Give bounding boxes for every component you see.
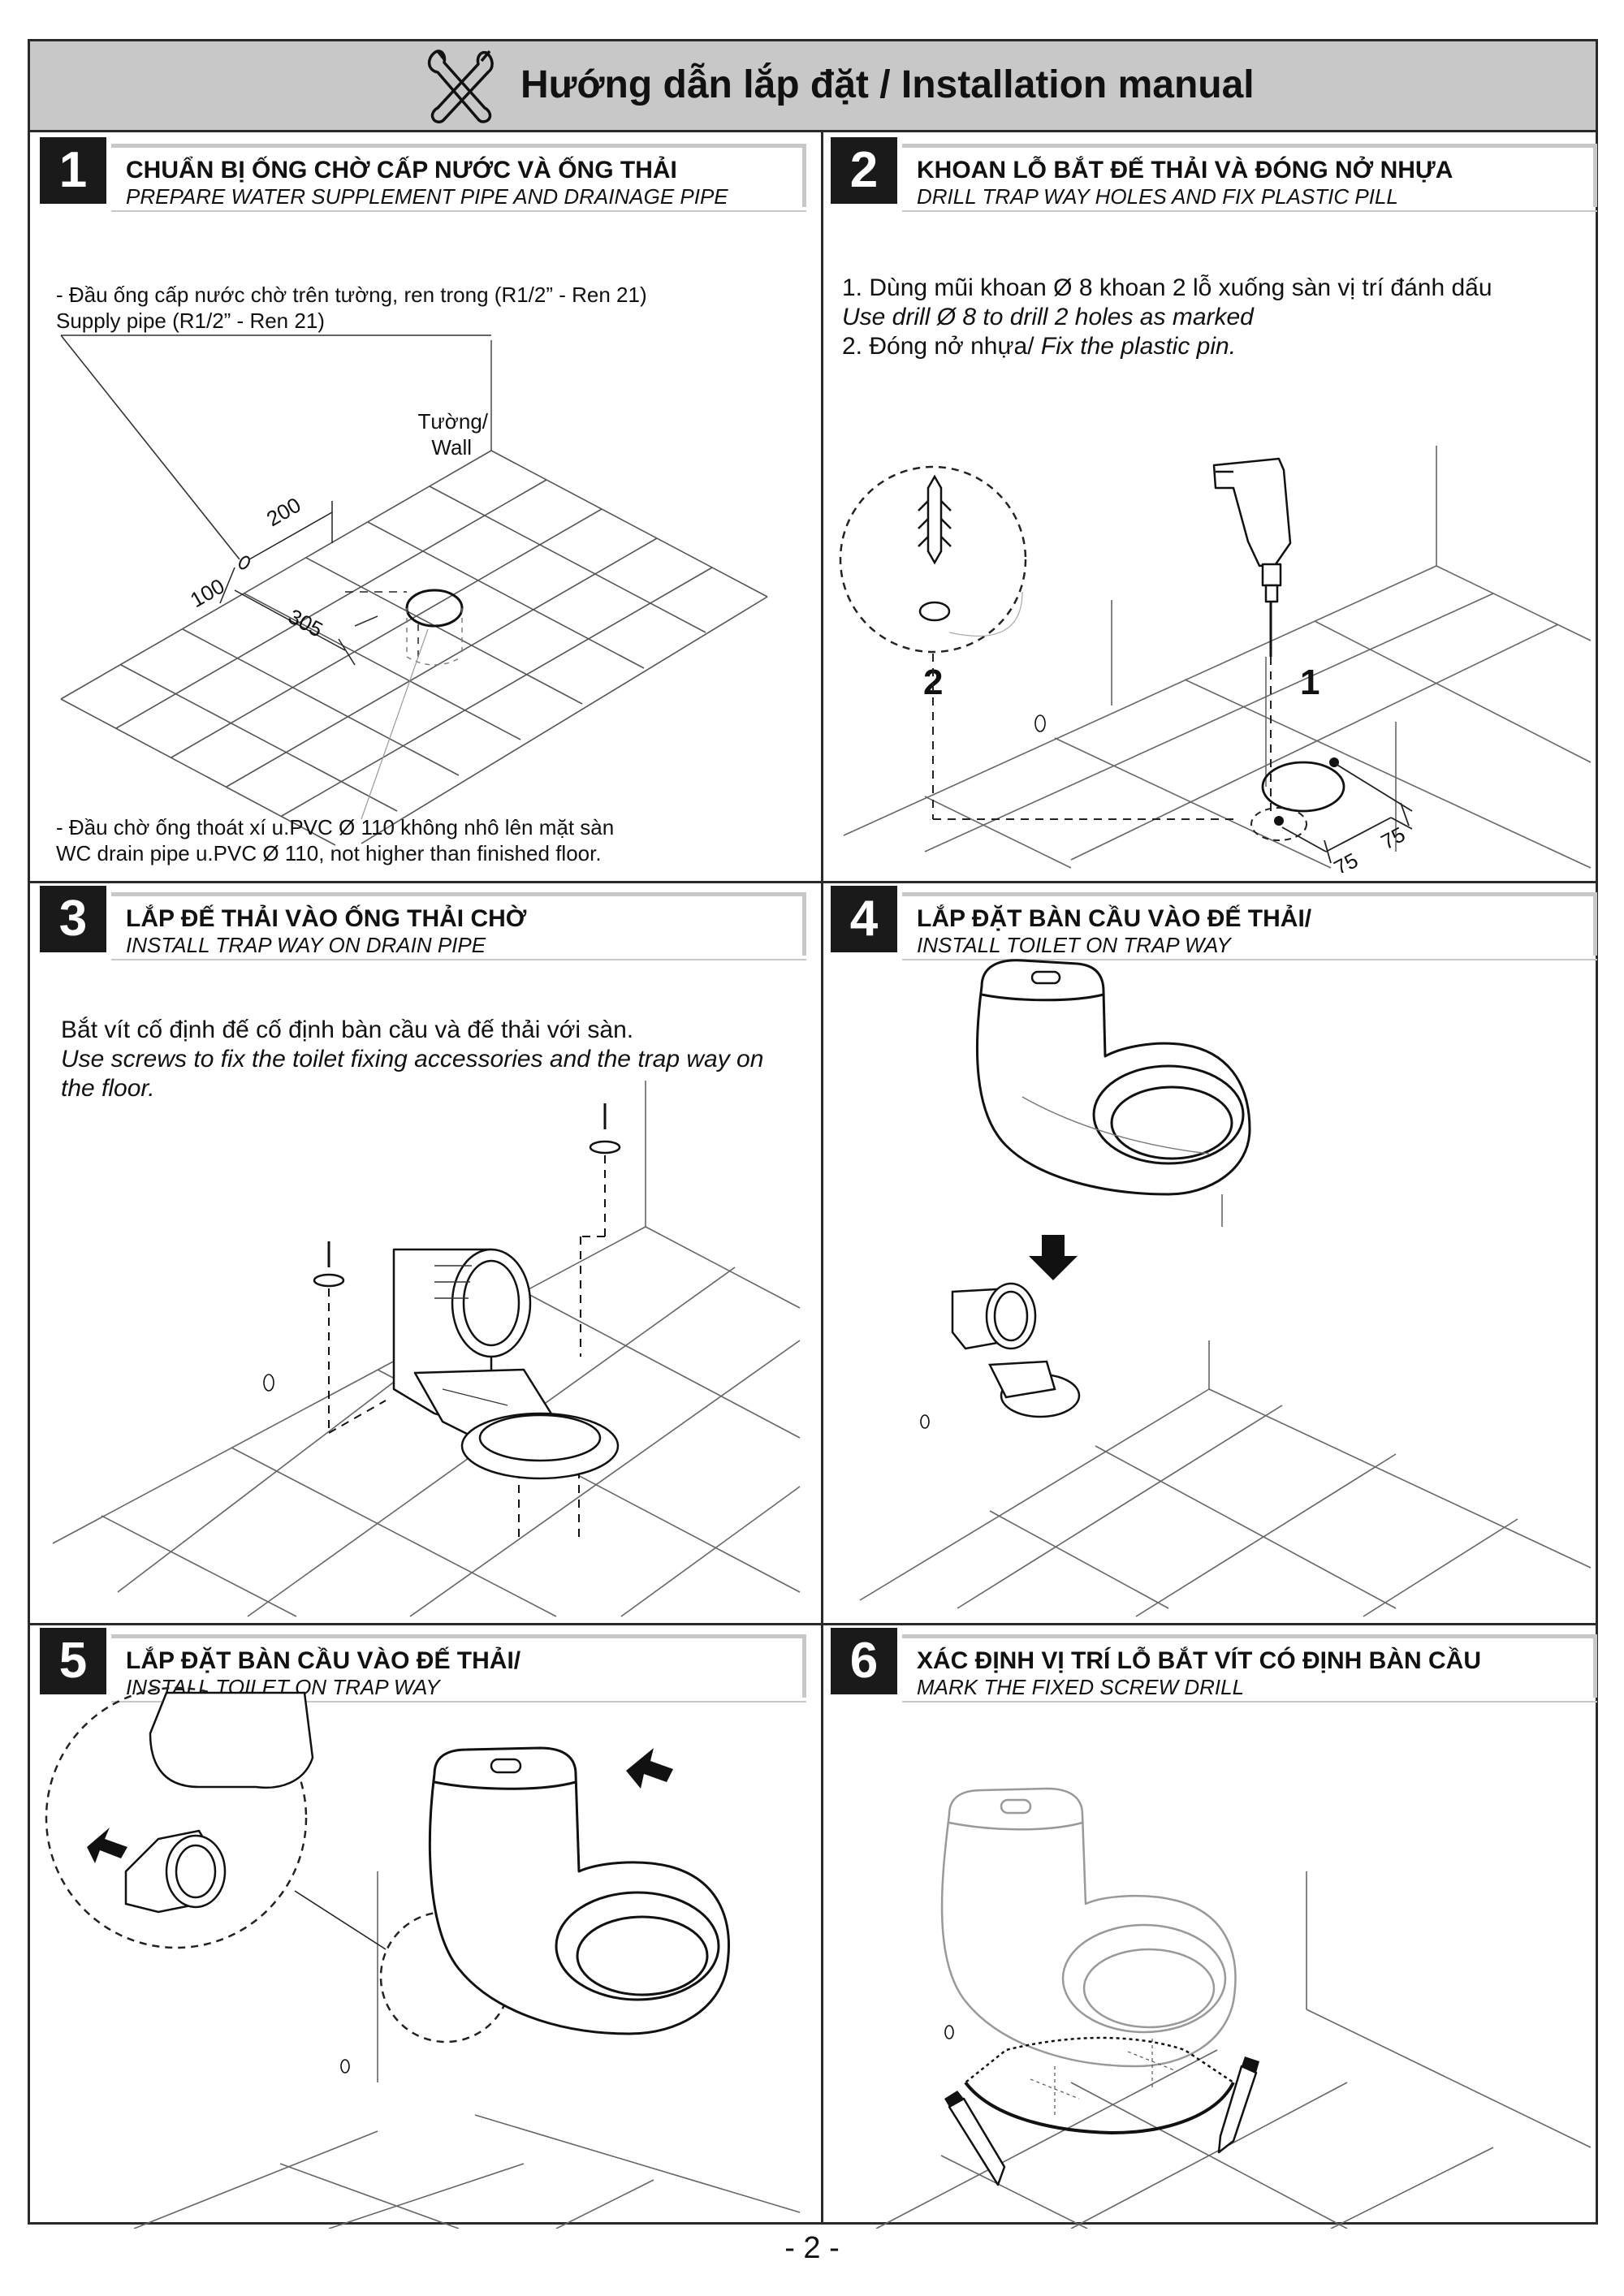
supply-note-en: Supply pipe (R1/2” - Ren 21) <box>56 309 325 333</box>
step-5-panel: 5 LẮP ĐẶT BÀN CẦU VÀO ĐẾ THẢI/ INSTALL T… <box>37 1628 816 2229</box>
step-title-vn: KHOAN LỖ BẮT ĐẾ THẢI VÀ ĐÓNG NỞ NHỰA <box>917 157 1453 183</box>
step-number: 3 <box>40 886 106 952</box>
step-title-vn: LẮP ĐẶT BÀN CẦU VÀO ĐẾ THẢI/ <box>126 1647 521 1674</box>
step-title-en: PREPARE WATER SUPPLEMENT PIPE AND DRAINA… <box>126 184 728 209</box>
step-number: 6 <box>831 1628 897 1694</box>
page-title: Hướng dẫn lắp đặt / Installation manual <box>520 63 1255 106</box>
trap-way-drawing <box>52 1081 801 1617</box>
drill-instruction-en: Use drill Ø 8 to drill 2 holes as marked <box>842 304 1254 330</box>
step-number: 1 <box>40 137 106 204</box>
drill-drawing: 2 1 <box>839 446 1592 873</box>
dim-75-a: 75 <box>1330 848 1363 873</box>
mark-screw-drawing <box>875 1787 1592 2229</box>
page-header: Hướng dẫn lắp đặt / Installation manual <box>30 41 1596 132</box>
manual-frame: Hướng dẫn lắp đặt / Installation manual … <box>28 39 1598 2229</box>
page-number: - 2 - <box>784 2231 840 2265</box>
floor-grid-drawing: 200 100 305 <box>60 334 768 846</box>
step-title-bar <box>902 1634 1597 1698</box>
drill-instruction-vn: 1. Dùng mũi khoan Ø 8 khoan 2 lỗ xuống s… <box>842 274 1492 301</box>
step-6-panel: 6 XÁC ĐỊNH VỊ TRÍ LỖ BẮT VÍT CÓ ĐỊNH BÀN… <box>827 1628 1607 2229</box>
toilet-install-drawing <box>859 959 1592 1617</box>
screw-instruction-vn: Bắt vít cố định đế cố định bàn cầu và đế… <box>61 1016 634 1043</box>
step-title-bar <box>902 892 1597 956</box>
row-divider-2 <box>30 1623 1596 1625</box>
drain-note-en: WC drain pipe u.PVC Ø 110, not higher th… <box>56 841 602 865</box>
wall-label-vn: Tường/ <box>417 409 488 434</box>
step-2-panel: 2 KHOAN LỖ BẮT ĐẾ THẢI VÀ ĐÓNG NỞ NHỰA D… <box>827 137 1607 873</box>
step-title-en: MARK THE FIXED SCREW DRILL <box>917 1675 1245 1699</box>
row-divider-1 <box>30 881 1596 883</box>
callout-1: 1 <box>1300 662 1320 702</box>
step-title-en: DRILL TRAP WAY HOLES AND FIX PLASTIC PIL… <box>917 184 1398 209</box>
drain-note-vn: - Đầu chờ ống thoát xí u.PVC Ø 110 không… <box>56 815 615 839</box>
step-title-vn: LẮP ĐẾ THẢI VÀO ỐNG THẢI CHỜ <box>126 905 527 932</box>
step-title-bar <box>111 892 806 956</box>
column-divider <box>821 132 823 2225</box>
step-title-bar <box>111 1634 806 1698</box>
step-title-bar <box>902 144 1597 207</box>
toilet-connect-drawing <box>45 1686 801 2229</box>
step-number: 4 <box>831 886 897 952</box>
step-3-panel: 3 LẮP ĐẾ THẢI VÀO ỐNG THẢI CHỜ INSTALL T… <box>37 886 816 1621</box>
step-title-en: INSTALL TOILET ON TRAP WAY <box>917 933 1231 957</box>
screw-instruction-en-2: the floor. <box>61 1075 155 1102</box>
supply-note-vn: - Đầu ống cấp nước chờ trên tường, ren t… <box>56 283 647 307</box>
step-number: 5 <box>40 1628 106 1694</box>
step-number: 2 <box>831 137 897 204</box>
screw-instruction-en: Use screws to fix the toilet fixing acce… <box>61 1046 764 1072</box>
tools-icon <box>427 50 494 123</box>
step-title-bar <box>111 144 806 207</box>
dim-75-b: 75 <box>1377 822 1410 854</box>
step-4-panel: 4 LẮP ĐẶT BÀN CẦU VÀO ĐẾ THẢI/ INSTALL T… <box>827 886 1607 1621</box>
step-title-en: INSTALL TRAP WAY ON DRAIN PIPE <box>126 933 486 957</box>
step-title-vn: XÁC ĐỊNH VỊ TRÍ LỖ BẮT VÍT CÓ ĐỊNH BÀN C… <box>917 1647 1481 1674</box>
step-1-panel: 1 CHUẨN BỊ ỐNG CHỜ CẤP NƯỚC VÀ ỐNG THẢI … <box>37 137 816 873</box>
step-title-vn: LẮP ĐẶT BÀN CẦU VÀO ĐẾ THẢI/ <box>917 905 1312 932</box>
step-title-vn: CHUẨN BỊ ỐNG CHỜ CẤP NƯỚC VÀ ỐNG THẢI <box>126 157 677 183</box>
dim-200: 200 <box>262 493 305 532</box>
plastic-pin-instruction: 2. Đóng nở nhựa/ Fix the plastic pin. <box>842 333 1237 360</box>
wall-label-en: Wall <box>431 435 472 460</box>
